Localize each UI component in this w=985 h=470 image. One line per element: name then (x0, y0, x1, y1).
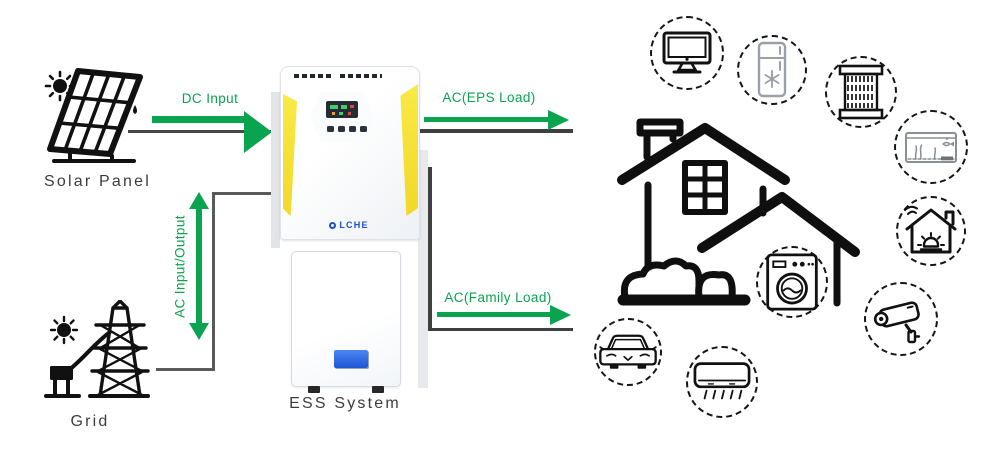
ac-input-output-label: AC Input/Output (172, 215, 188, 318)
ac-inout-arrowhead-down (189, 323, 209, 340)
inverter-button-3 (349, 126, 356, 132)
dc-input-label: DC Input (181, 91, 239, 106)
dc-input-arrow (152, 116, 247, 123)
ac-eps-load-label: AC(EPS Load) (442, 90, 536, 105)
inverter-yellow-right (400, 84, 418, 216)
grid-wire-vertical (212, 192, 215, 371)
inverter-button-4 (360, 126, 367, 132)
grid-wire-top (212, 192, 284, 195)
solar-panel-icon (44, 68, 143, 163)
dc-input-arrowhead (244, 111, 272, 153)
family-arrowhead (550, 304, 571, 325)
brand-wordmark: LCHE (339, 220, 369, 230)
load-circle-monitor (650, 16, 724, 90)
battery-foot-right (372, 386, 384, 393)
inverter-brand-logo: LCHE (280, 220, 418, 230)
eps-arrow (424, 117, 550, 122)
grid-wire-bottom (156, 368, 215, 371)
load-circle-refrigerator (737, 35, 807, 105)
inverter-button-2 (338, 126, 345, 132)
battery-display (334, 350, 368, 368)
inverter-vent-left (294, 74, 334, 78)
battery-unit (291, 251, 401, 393)
load-circle-radiator (825, 56, 897, 128)
inverter-vent-right (340, 74, 382, 78)
load-circle-car (594, 318, 662, 386)
family-wire-vertical (428, 167, 432, 331)
brand-ring-icon (329, 221, 337, 229)
air-conditioner-icon (693, 362, 751, 400)
dc-wire (128, 130, 284, 133)
ac-family-load-label: AC(Family Load) (444, 290, 552, 305)
eps-arrowhead (548, 109, 569, 130)
load-circle-air-conditioner (686, 346, 758, 418)
smart-home-alarm-icon (904, 205, 957, 254)
washing-machine-icon (766, 253, 818, 311)
solar-panel-label: Solar Panel (44, 173, 151, 190)
cctv-camera-icon (873, 301, 921, 344)
ac-inout-arrowhead-up (189, 192, 209, 209)
ac-inout-arrow (196, 208, 202, 324)
inverter-display (326, 101, 358, 118)
eps-wire (417, 129, 573, 133)
house-icon (617, 118, 860, 307)
radiator-heater-icon (838, 64, 884, 120)
grid-label: Grid (70, 413, 110, 430)
family-arrow (437, 312, 552, 317)
grid-tower-icon (44, 300, 150, 398)
inverter-button-1 (327, 126, 334, 132)
electric-car-icon (599, 334, 657, 369)
family-wire-bottom (428, 327, 573, 331)
computer-monitor-icon (662, 31, 712, 74)
load-circle-cctv (864, 282, 938, 356)
inverter-shadow-right (418, 150, 428, 388)
load-circle-aquarium (894, 110, 968, 184)
load-circle-washing-machine (756, 246, 828, 318)
load-circle-smart-home (896, 196, 966, 266)
refrigerator-icon (757, 41, 787, 98)
ess-system-label: ESS System (289, 395, 401, 412)
battery-foot-left (308, 386, 320, 393)
inverter-shadow-left (271, 92, 280, 248)
aquarium-icon (905, 132, 957, 163)
